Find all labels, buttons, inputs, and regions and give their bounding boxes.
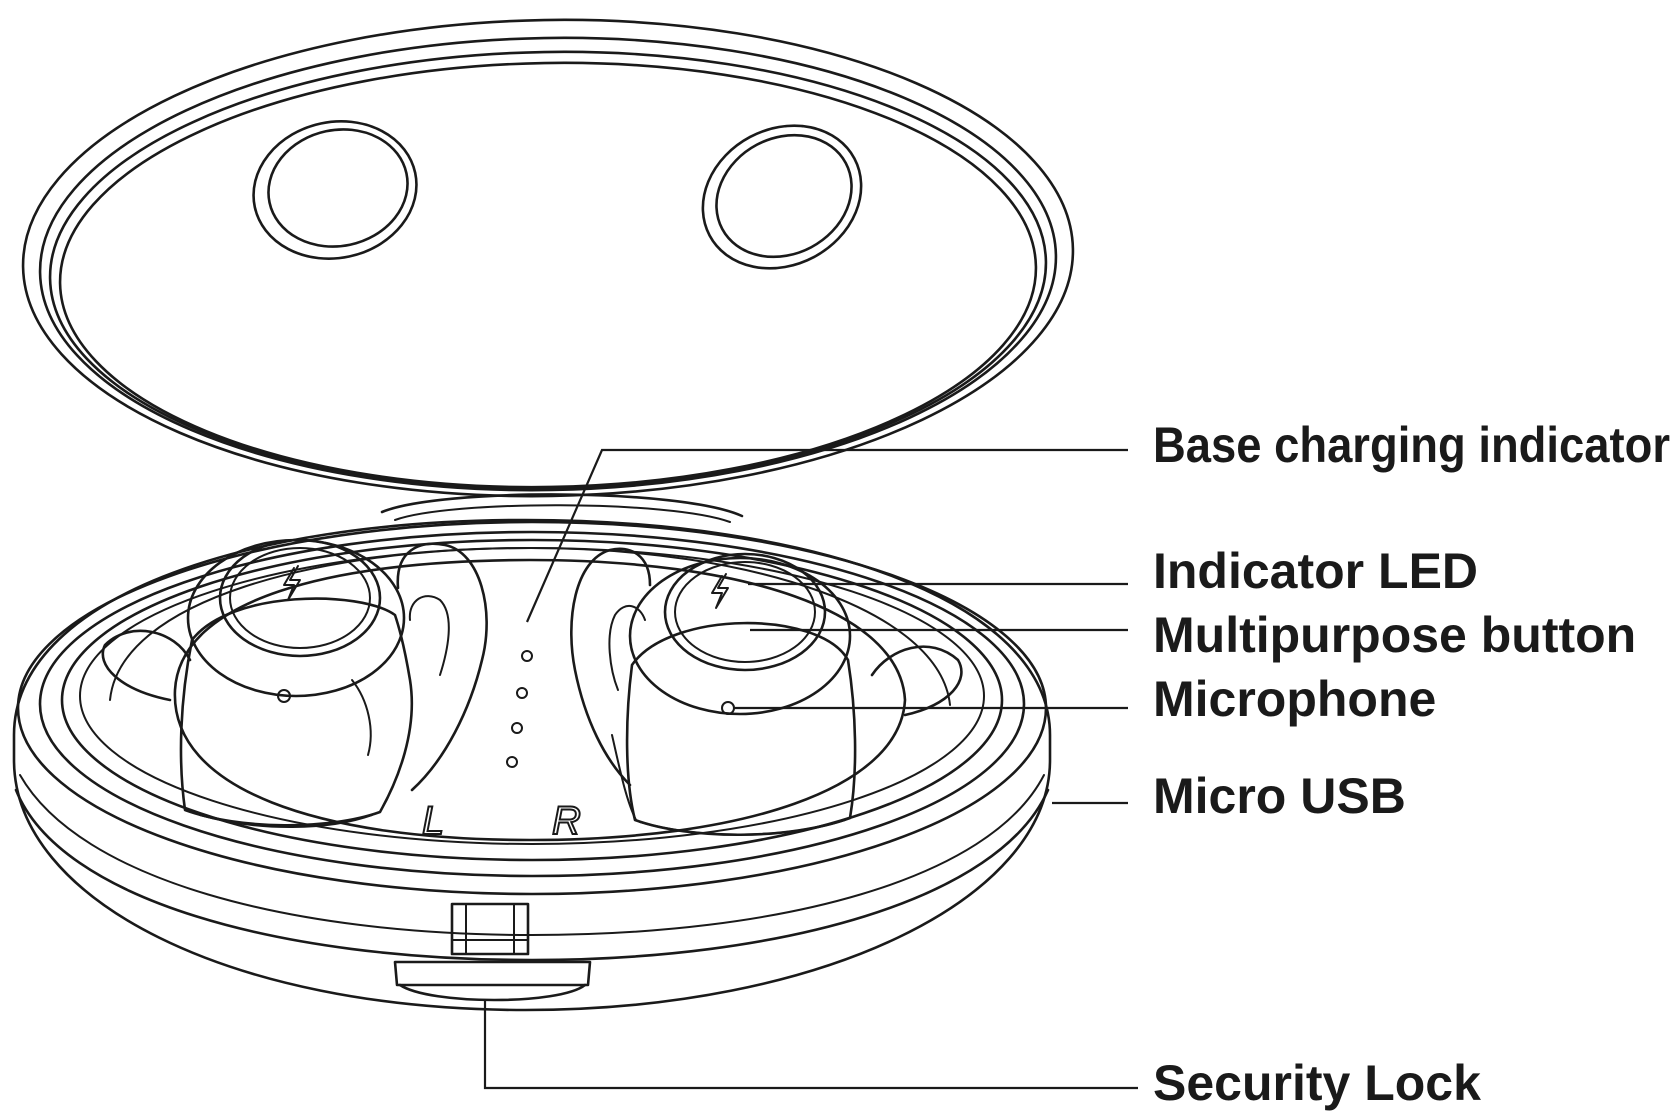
right-microphone-hole — [721, 701, 735, 715]
lightning-bolt-icon — [283, 565, 301, 601]
case-lid — [21, 18, 1075, 498]
security-lock — [393, 902, 592, 1002]
right-earbud — [570, 547, 857, 837]
lid-magnet-left — [252, 120, 418, 260]
leader-lines — [483, 448, 1138, 1090]
base-charging-indicator-dots — [506, 650, 533, 768]
label-indicator-led: Indicator LED — [1153, 543, 1478, 599]
label-multipurpose-button: Multipurpose button — [1153, 607, 1636, 663]
left-earbud — [179, 538, 488, 828]
label-security-lock: Security Lock — [1153, 1055, 1481, 1111]
left-microphone-hole — [277, 689, 291, 703]
lid-magnet-right — [701, 124, 863, 270]
leader-base-charging-indicator — [525, 448, 1128, 623]
case-base — [12, 493, 1052, 1012]
lightning-bolt-icon — [711, 573, 729, 609]
right-earbud-mark: R — [552, 799, 581, 843]
left-earbud-mark: L — [422, 799, 444, 843]
label-base-charging-indicator: Base charging indicator — [1153, 417, 1670, 473]
label-micro-usb: Micro USB — [1153, 768, 1406, 824]
leader-security-lock — [483, 1000, 1138, 1090]
label-microphone: Microphone — [1153, 671, 1436, 727]
